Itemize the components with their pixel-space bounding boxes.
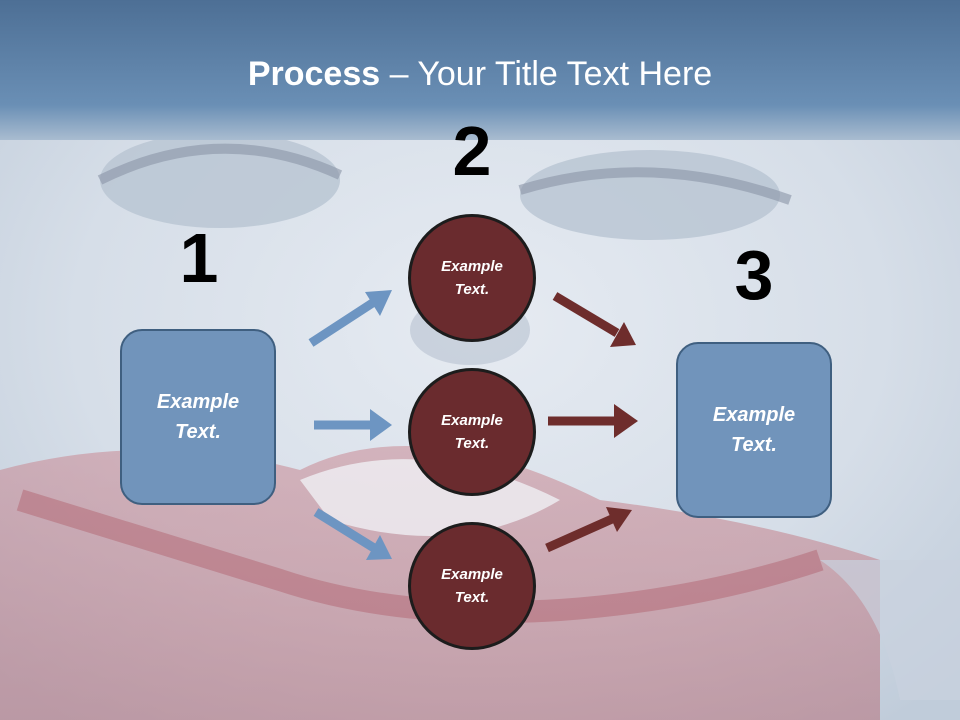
step-number-2: 2 [452, 112, 492, 190]
slide-title: Process – Your Title Text Here [0, 52, 960, 96]
step-3-box: Example Text. [676, 342, 832, 518]
circle-middle-text: Example Text. [441, 412, 503, 452]
blue-arrow-up [308, 290, 392, 347]
blue-arrow-middle [314, 409, 392, 441]
red-arrow-up [545, 507, 632, 553]
red-arrow-middle [548, 404, 638, 438]
step-number-1: 1 [179, 219, 219, 297]
circle-bottom-text: Example Text. [441, 566, 503, 606]
blue-arrow-down [313, 508, 392, 560]
step-1-text: Example Text. [156, 391, 240, 443]
title-bold: Process [247, 55, 381, 93]
step-1-box: Example Text. [120, 329, 276, 505]
step-2-circle-top: Example Text. [408, 214, 536, 342]
step-3-text: Example Text. [712, 404, 796, 456]
step-number-3: 3 [734, 236, 774, 314]
red-arrow-down [552, 292, 636, 347]
circle-top-text: Example Text. [441, 258, 503, 298]
title-rest: – Your Title Text Here [380, 55, 713, 93]
step-2-circle-bottom: Example Text. [408, 522, 536, 650]
step-2-circle-middle: Example Text. [408, 368, 536, 496]
